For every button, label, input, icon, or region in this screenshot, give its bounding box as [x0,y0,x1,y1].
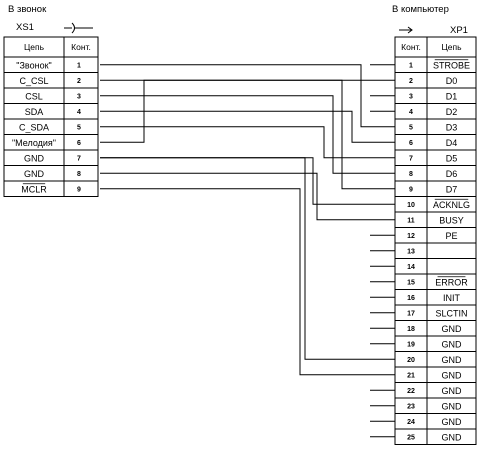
right-signal-1: STROBE [433,60,470,70]
right-contact-25: 25 [407,434,415,441]
right-contact-5: 5 [409,124,413,131]
right-designator: XP1 [450,25,468,36]
right-signal-22: GND [442,386,463,396]
right-signal-19: GND [442,339,463,349]
right-contact-16: 16 [407,295,415,302]
right-signal-15: ERROR [435,277,468,287]
left-signal-3: CSL [25,91,43,101]
right-contact-1: 1 [409,62,413,69]
left-signal-4: SDA [25,107,44,117]
left-designator: XS1 [16,22,34,33]
right-signal-25: GND [442,432,463,442]
socket-symbol-icon [64,22,93,34]
left-col-contact-header: Конт. [71,42,91,52]
right-contact-15: 15 [407,279,415,286]
right-contact-7: 7 [409,155,413,162]
right-col-contact-header: Конт. [401,42,421,52]
right-signal-16: INIT [443,293,461,303]
right-contact-6: 6 [409,140,413,147]
right-contact-19: 19 [407,341,415,348]
right-col-signal-header: Цепь [441,42,462,52]
right-contact-20: 20 [407,357,415,364]
left-col-signal-header: Цепь [24,42,45,52]
left-contact-6: 6 [77,140,81,147]
wire-xs1-2-to-xp1-9 [100,79,370,190]
left-signal-7: GND [24,153,45,163]
right-signal-9: D7 [446,184,458,194]
right-contact-11: 11 [407,217,415,224]
right-contact-13: 13 [407,248,415,255]
left-contact-3: 3 [77,93,81,100]
wire-xs1-3-to-xp1-8 [100,95,370,174]
left-signal-6: "Мелодия" [12,138,56,148]
right-signal-20: GND [442,355,463,365]
left-contact-7: 7 [77,155,81,162]
left-signal-8: GND [24,169,45,179]
right-contact-24: 24 [407,419,415,426]
right-title: В компьютер [392,4,449,15]
wire-xs1-8-to-xp1-11 [100,172,370,221]
right-contact-23: 23 [407,403,415,410]
left-contact-2: 2 [77,78,81,85]
right-signal-8: D6 [446,169,458,179]
left-contact-4: 4 [77,109,81,116]
right-contact-22: 22 [407,388,415,395]
right-contact-17: 17 [407,310,415,317]
right-signal-17: SLCTIN [435,308,467,318]
right-signal-2: D0 [446,76,458,86]
right-contact-9: 9 [409,186,413,193]
left-signal-1: "Звонок" [16,60,51,70]
plug-arrow-icon [399,26,413,34]
right-contact-14: 14 [407,264,415,271]
right-table-frame [394,36,477,445]
wires [100,64,370,376]
right-signal-12: PE [445,231,457,241]
wire-xs1-4-to-xp1-6 [100,110,370,143]
right-contact-2: 2 [409,78,413,85]
right-signal-5: D3 [446,122,458,132]
left-title: В звонок [8,4,47,15]
right-signal-7: D5 [446,153,458,163]
right-contact-3: 3 [409,93,413,100]
wire-xs1-5-to-xp1-7 [100,126,370,159]
right-contact-21: 21 [407,372,415,379]
left-contact-8: 8 [77,171,81,178]
wire-xs1-1-to-xp1-5 [100,64,370,128]
wire-xs1-7-to-xp1-10 [100,157,370,205]
left-contact-5: 5 [77,124,81,131]
wire-xs1-7-to-xp1-20 [100,157,370,360]
left-contact-1: 1 [77,62,81,69]
wire-xs1-6-to-xp1-2 [100,79,370,143]
right-contact-10: 10 [407,202,415,209]
right-signal-18: GND [442,324,463,334]
left-signal-5: C_SDA [19,122,49,132]
right-signal-24: GND [442,417,463,427]
right-signal-23: GND [442,401,463,411]
left-table-frame [3,36,99,197]
left-signal-2: C_CSL [19,76,48,86]
right-connector-table: Конт. Цепь 1 STROBE 2 D0 3 D1 4 D2 5 D3 6 D4 7 D5 8 D6 9 D7… [370,36,477,445]
right-signal-4: D2 [446,107,458,117]
right-contact-12: 12 [407,233,415,240]
right-signal-3: D1 [446,91,458,101]
right-contact-4: 4 [409,109,413,116]
wire-xs1-9-to-xp1-21 [100,188,370,376]
right-signal-11: BUSY [439,215,464,225]
left-contact-9: 9 [77,186,81,193]
right-signal-10: ACKNLG [433,200,470,210]
right-contact-18: 18 [407,326,415,333]
right-contact-8: 8 [409,171,413,178]
right-signal-6: D4 [446,138,458,148]
right-signal-21: GND [442,370,463,380]
left-signal-9: MCLR [21,184,47,194]
